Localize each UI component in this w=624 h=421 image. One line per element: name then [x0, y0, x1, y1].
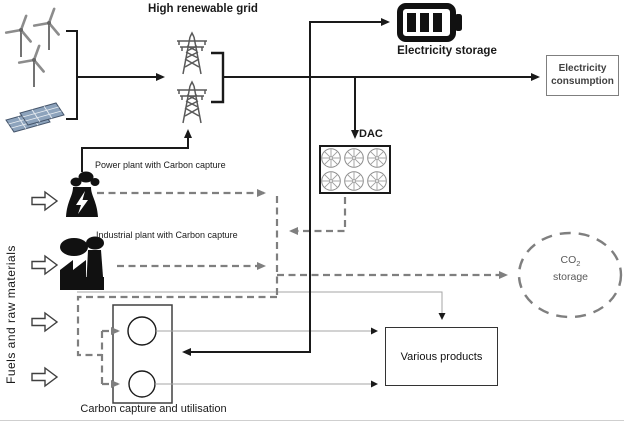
hollow-arrow-icon [31, 312, 58, 332]
solar-panel-icon [5, 102, 65, 133]
ccu-unit [112, 304, 173, 404]
power-plant-label: Power plant with Carbon capture [95, 160, 226, 170]
co2-storage-ellipse [517, 231, 623, 319]
grid-bracket [211, 51, 225, 104]
fan-icon [344, 171, 364, 191]
dac-label: DAC [359, 128, 383, 140]
line-powerplant-to-grid [81, 129, 192, 172]
co2-storage-formula: CO2 [560, 254, 581, 269]
fan-icon [344, 148, 364, 168]
electricity-storage-label: Electricity storage [397, 45, 497, 57]
ccu-reactor-2-icon [128, 370, 156, 398]
electricity-lines [66, 18, 540, 356]
various-products-box: Various products [385, 327, 498, 386]
product-lines [77, 291, 446, 388]
transmission-tower-icon [176, 32, 208, 75]
power-plant-icon [66, 171, 100, 217]
line-grid-to-battery [309, 18, 390, 77]
industrial-plant-label: Industrial plant with Carbon capture [96, 230, 238, 240]
line-dac-co2 [289, 197, 347, 235]
electricity-consumption-line2: consumption [551, 75, 614, 87]
electricity-consumption-line1: Electricity [558, 63, 607, 74]
fan-icon [321, 171, 341, 191]
fan-icon [367, 148, 387, 168]
line-grid-to-ccu [182, 77, 311, 356]
fan-icon [321, 148, 341, 168]
renewables-bracket [66, 30, 78, 120]
co2-storage-word: storage [552, 270, 589, 283]
line-industry-products-to-various-products [77, 291, 446, 320]
fan-icon [367, 171, 387, 191]
battery-icon [397, 3, 462, 42]
ccu-reactor-1-icon [127, 316, 157, 346]
transmission-tower-icon [176, 81, 208, 124]
input-arrows [31, 191, 58, 387]
electricity-consumption-box: Electricity consumption [546, 55, 619, 96]
factory-icon [60, 236, 104, 290]
wind-turbine-icon [4, 7, 60, 89]
line-co2-to-ccu [76, 295, 277, 357]
hollow-arrow-icon [31, 191, 58, 211]
hollow-arrow-icon [31, 367, 58, 387]
high-renewable-grid-label: High renewable grid [148, 3, 258, 15]
ccu-label: Carbon capture and utilisation [80, 403, 227, 415]
fuels-raw-materials-label: Fuels and raw materials [4, 245, 18, 385]
various-products-label: Various products [400, 350, 483, 363]
dac-unit [319, 145, 391, 194]
hollow-arrow-icon [31, 255, 58, 275]
co2-storage-label: CO2 storage [520, 253, 621, 284]
